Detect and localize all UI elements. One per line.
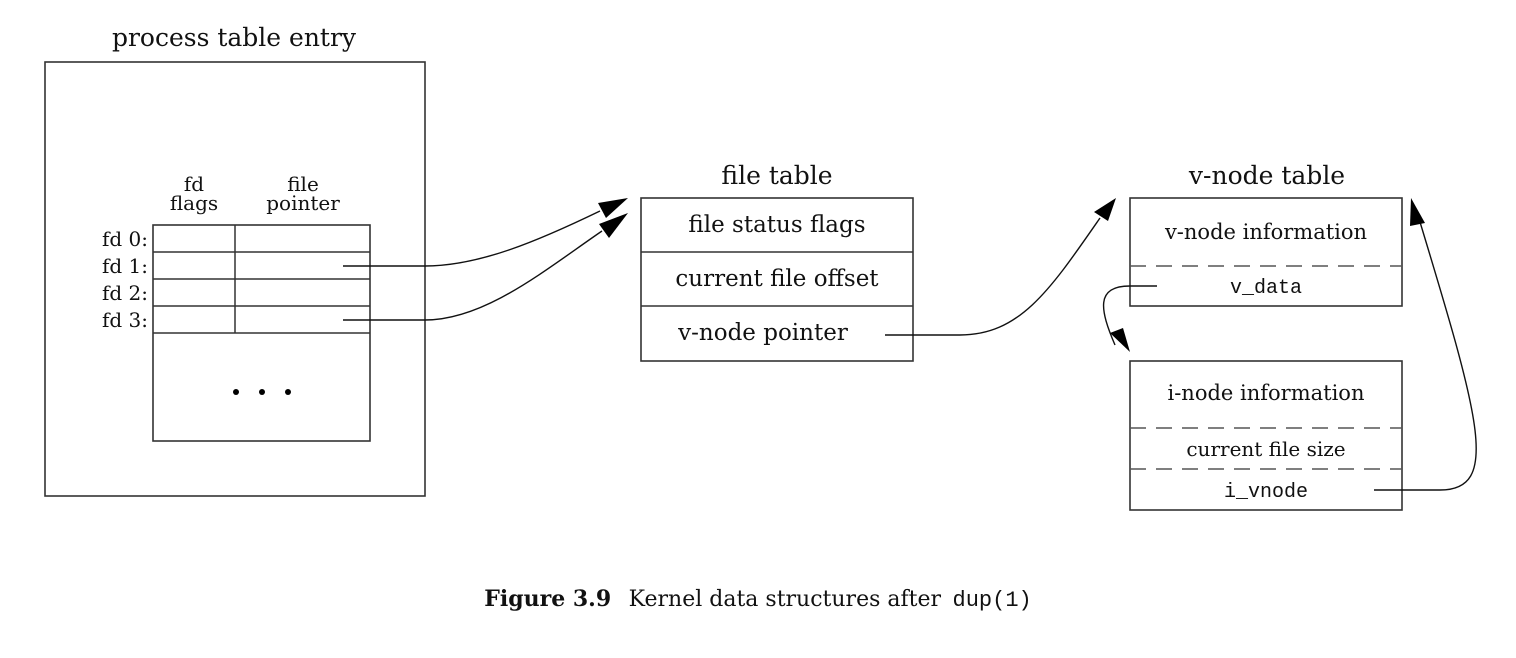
process-table-entry: process table entry fd flags file pointe… (44, 23, 426, 497)
fd-flags-header-line2: flags (170, 191, 218, 215)
arrow-vnode-pointer-to-vnode-table (885, 198, 1116, 336)
arrowhead-icon (1410, 198, 1425, 226)
arrow-line (343, 210, 601, 267)
ellipsis-dot (259, 389, 265, 395)
vnode-table: v-node table v-node information v_data i… (1129, 161, 1403, 511)
process-table-frame (44, 61, 426, 497)
fd-row-label-3: fd 3: (102, 308, 148, 332)
arrow-v-data-to-inode (1103, 285, 1157, 352)
process-table-title: process table entry (112, 23, 357, 52)
fd-row-label-0: fd 0: (102, 227, 148, 251)
vnode-table-title: v-node table (1188, 161, 1345, 190)
inode-box: i-node information current file size i_v… (1129, 360, 1403, 511)
arrowhead-icon (1094, 198, 1116, 221)
vnode-information-field: v-node information (1164, 220, 1367, 244)
arrowhead-icon (1110, 328, 1130, 352)
ellipsis-dot (233, 389, 239, 395)
arrowhead-icon (599, 213, 628, 238)
caption-text: Figure 3.9 Kernel data structures after … (484, 586, 1031, 613)
inode-box-frame (1129, 360, 1403, 511)
ellipsis-dot (285, 389, 291, 395)
figure-caption: Figure 3.9 Kernel data structures after … (484, 586, 1031, 613)
arrow-fd1-to-file-table (343, 198, 628, 267)
arrow-fd3-to-file-table (343, 213, 628, 321)
caption-label: Figure 3.9 (484, 586, 611, 612)
vnode-box-frame (1129, 197, 1403, 307)
vnode-box: v-node information v_data (1129, 197, 1403, 307)
caption-code: dup(1) (953, 588, 1032, 613)
v-data-field: v_data (1230, 277, 1302, 300)
caption-description: Kernel data structures after (629, 587, 942, 612)
i-vnode-field: i_vnode (1224, 481, 1308, 504)
file-table-frame (640, 197, 914, 362)
current-file-size-field: current file size (1186, 437, 1345, 461)
fd-flags-header-line1: fd (184, 172, 204, 196)
file-table: file table file status flags current fil… (640, 161, 914, 362)
inode-information-field: i-node information (1168, 381, 1365, 405)
fd-row-label-2: fd 2: (102, 281, 148, 305)
arrow-i-vnode-to-vnode-table (1374, 198, 1477, 491)
fd-table: fd 0: fd 1: fd 2: fd 3: (102, 224, 371, 442)
fd-row-label-1: fd 1: (102, 254, 148, 278)
arrow-line (885, 217, 1101, 336)
arrow-line (1374, 221, 1477, 491)
current-file-offset-field: current file offset (675, 266, 879, 292)
file-status-flags-field: file status flags (688, 212, 865, 238)
file-pointer-header-line1: file (287, 172, 319, 196)
file-table-title: file table (721, 161, 832, 190)
vnode-pointer-field: v-node pointer (677, 320, 848, 346)
arrowhead-icon (598, 198, 628, 218)
arrow-line (343, 230, 603, 321)
file-pointer-header-line2: pointer (266, 191, 340, 215)
arrow-line (1103, 285, 1157, 346)
